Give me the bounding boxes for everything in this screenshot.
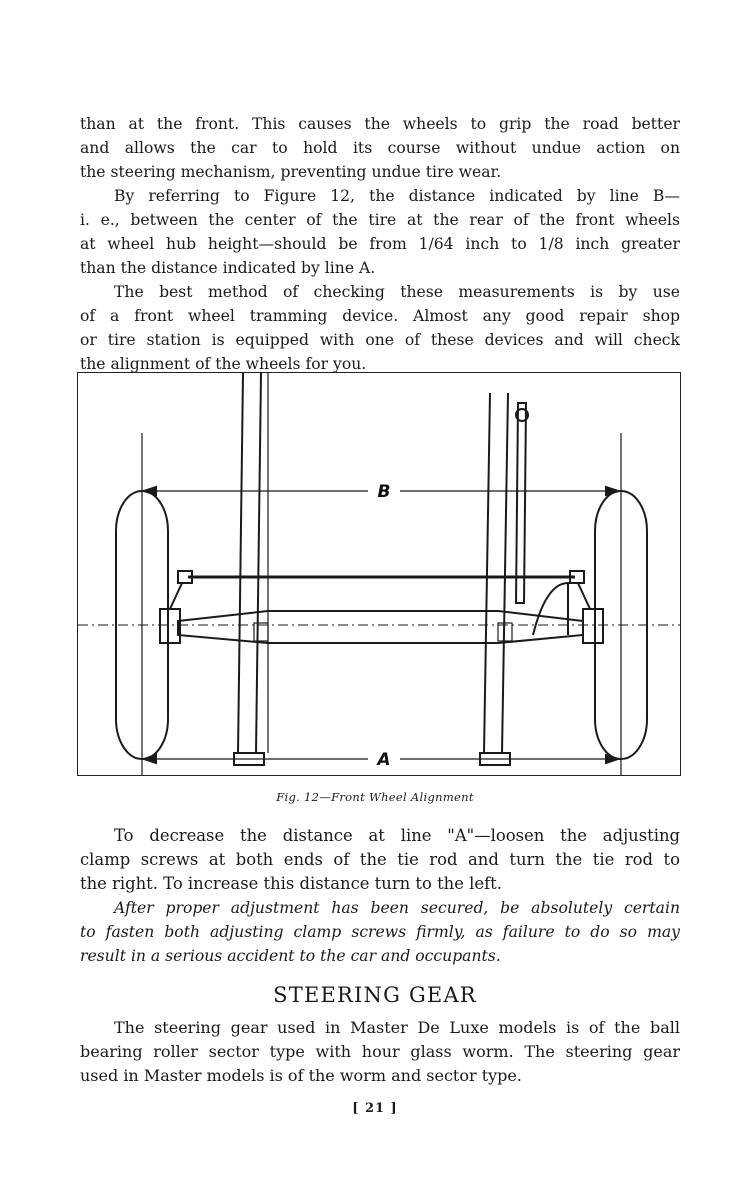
right-brake-backing [532,581,569,636]
front-axle [177,610,584,644]
text-line: the steering mechanism, preventing undue… [80,163,502,181]
alignment-diagram: B A [78,373,680,775]
paragraph-toe-in-intro: than at the front. This causes the wheel… [80,112,680,184]
front-wheel-alignment-figure: B A [77,372,681,776]
left-steering-arm [169,582,183,610]
paragraph-figure-reference: By referring to Figure 12, the distance … [80,184,680,280]
paragraph-adjustment: To decrease the distance at line "A"—loo… [80,824,680,896]
line-b-arrow-left [140,485,157,497]
left-spring-clip [253,622,269,642]
tie-rod-right-end [569,570,585,584]
text-line: than at the front. This causes the wheel… [80,115,680,133]
right-hub [582,608,604,644]
text-line: bearing roller sector type with hour gla… [80,1042,680,1061]
right-frame-rail [482,392,509,754]
label-b: B [378,482,391,502]
paragraph-steering-gear: The steering gear used in Master De Luxe… [80,1016,680,1088]
line-a-arrow-right [605,753,622,765]
text-line: By referring to Figure 12, the distance … [114,187,680,205]
paragraph-tramming-device: The best method of checking these measur… [80,280,680,376]
text-line: or tire station is equipped with one of … [80,331,680,349]
label-a: A [375,750,390,770]
paragraph-warning: After proper adjustment has been secured… [80,896,680,968]
text-line: The best method of checking these measur… [114,283,680,301]
text-line: than the distance indicated by line A. [80,259,376,277]
right-spring-clip [497,622,513,642]
text-line: result in a serious accident to the car … [80,947,501,965]
text-line: After proper adjustment has been secured… [114,899,680,917]
section-heading: STEERING GEAR [273,983,477,1007]
text-line: The steering gear used in Master De Luxe… [114,1018,680,1037]
line-b-arrow-right [605,485,622,497]
text-line: to fasten both adjusting clamp screws fi… [80,923,680,941]
text-line: To decrease the distance at line "A"—loo… [114,826,680,845]
figure-caption: Fig. 12—Front Wheel Alignment [276,790,474,804]
text-line: clamp screws at both ends of the tie rod… [80,850,680,869]
line-a-arrow-left [140,753,157,765]
tie-rod-left-end [177,570,193,584]
text-line: at wheel hub height—should be from 1/64 … [80,235,680,253]
text-line: the right. To increase this distance tur… [80,874,502,893]
text-line: i. e., between the center of the tire at… [80,211,680,229]
drag-link-ball [515,408,529,422]
left-frame-rail [236,373,262,754]
text-line: the alignment of the wheels for you. [80,355,367,373]
text-line: of a front wheel tramming device. Almost… [80,307,680,325]
page-number: [ 21 ] [352,1101,398,1116]
right-steering-arm [577,582,591,610]
text-line: used in Master models is of the worm and… [80,1066,522,1085]
text-line: and allows the car to hold its course wi… [80,139,680,157]
drag-link [514,402,528,604]
